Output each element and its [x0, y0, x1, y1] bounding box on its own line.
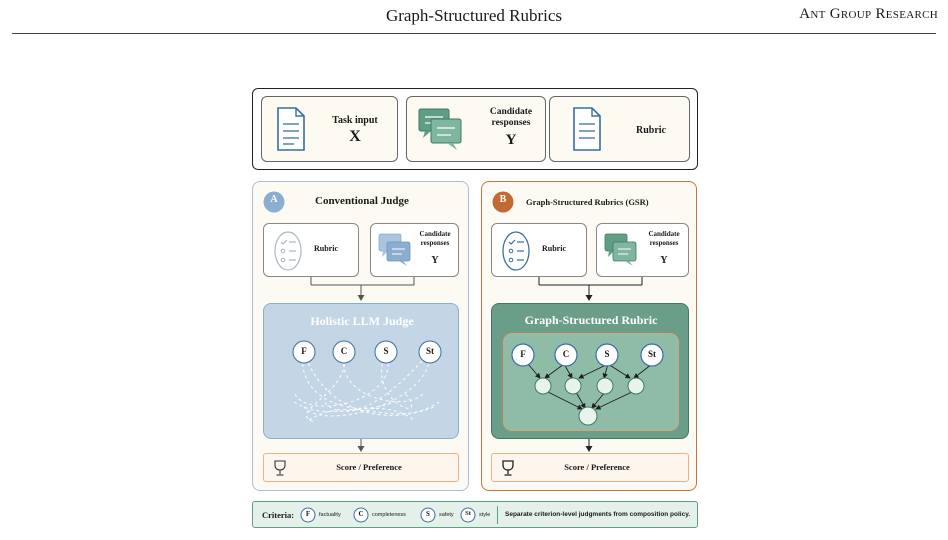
panel-a: A Conventional Judge Rubric: [252, 181, 469, 491]
graph-rubric-box: Graph-Structured Rubric: [491, 303, 689, 439]
criteria-legend: Criteria: F factuality C completeness S …: [252, 501, 698, 528]
panel-a-score-box: Score / Preference: [263, 453, 459, 482]
header-rule: [12, 33, 936, 34]
legend-note: Separate criterion-level judgments from …: [505, 511, 691, 518]
task-input-card: Task input X: [261, 96, 398, 162]
criterion-node: [511, 343, 664, 367]
node-c: C: [340, 346, 348, 356]
panel-b-rubric-label: Rubric: [542, 244, 566, 253]
legend-node: [353, 507, 369, 523]
panel-b: B Graph-Structured Rubrics (GSR) Rubric: [481, 181, 697, 491]
panel-b-rubric-card: Rubric: [491, 223, 587, 277]
rubric-card: Rubric: [549, 96, 690, 162]
legend-node: [300, 507, 316, 523]
legend-key-st: St: [465, 510, 471, 517]
trophy-icon: [274, 460, 286, 476]
node-st: St: [425, 346, 434, 356]
chat-bubbles-icon: [604, 233, 637, 266]
legend-text-safety: safety: [439, 512, 454, 518]
panel-b-connectors: [538, 277, 643, 301]
legend-key-s: S: [426, 510, 430, 518]
legend-node: [460, 507, 476, 523]
panel-b-arrow-down: [585, 439, 593, 452]
node-s: S: [604, 349, 610, 359]
panel-b-candidate-label: Candidate responses: [648, 230, 680, 247]
inputs-row: Task input X Candidate responses Y: [252, 88, 698, 170]
panel-a-score-label: Score / Preference: [336, 462, 402, 472]
rubric-label: Rubric: [636, 125, 666, 136]
checklist-icon: [502, 231, 530, 271]
panel-a-connectors: [310, 277, 415, 301]
legend-text-completeness: completeness: [372, 512, 406, 518]
candidate-label: Candidate responses: [489, 107, 533, 128]
task-input-var: X: [349, 128, 361, 145]
node-c: C: [562, 349, 570, 359]
legend-text-style: style: [479, 512, 491, 518]
node-f: F: [520, 349, 526, 359]
badge-a: A: [270, 194, 278, 205]
chat-bubbles-icon: [378, 233, 411, 266]
legend-label: Criteria:: [262, 510, 295, 520]
candidate-card: Candidate responses Y: [406, 96, 546, 162]
dag-graph: [511, 343, 664, 426]
node-st: St: [647, 349, 656, 359]
node-f: F: [301, 346, 307, 356]
running-title: Graph-Structured Rubrics: [385, 6, 563, 25]
graph-rubric-title: Graph-Structured Rubric: [524, 313, 658, 327]
panel-b-candidate-card: Candidate responses Y: [596, 223, 689, 277]
holistic-judge-title: Holistic LLM Judge: [310, 314, 414, 328]
figure: Task input X Candidate responses Y: [252, 88, 698, 540]
badge-b-circle: [492, 191, 514, 213]
trophy-icon: [502, 460, 514, 476]
document-icon: [277, 107, 305, 151]
panel-a-arrow-down: [357, 439, 365, 452]
holistic-judge-box: Holistic LLM Judge: [263, 303, 459, 439]
legend-node: [420, 507, 436, 523]
candidate-var: Y: [505, 132, 517, 148]
criterion-node: [292, 340, 442, 364]
panel-a-candidate-var: Y: [431, 255, 439, 266]
panel-b-score-box: Score / Preference: [491, 453, 689, 482]
badge-b: B: [499, 194, 507, 205]
panel-a-candidate-card: Candidate responses Y: [370, 223, 459, 277]
checklist-icon: [274, 231, 302, 271]
document-icon: [573, 107, 601, 151]
panel-a-title: Conventional Judge: [315, 195, 409, 207]
node-s: S: [383, 346, 389, 356]
task-input-label: Task input: [332, 115, 378, 126]
chat-bubbles-icon: [418, 108, 462, 150]
panel-a-rubric-card: Rubric: [263, 223, 359, 277]
badge-a-circle: [263, 191, 285, 213]
composition-node: [534, 377, 645, 426]
panel-b-candidate-var: Y: [660, 255, 668, 266]
legend-divider: [497, 506, 498, 524]
legend-key-c: C: [358, 510, 364, 518]
tangled-criteria-graph: [292, 340, 442, 423]
running-org: Ant Group Research: [799, 6, 938, 22]
panel-b-title: Graph-Structured Rubrics (GSR): [526, 197, 649, 207]
legend-key-f: F: [305, 510, 311, 518]
legend-text-factuality: factuality: [319, 512, 341, 518]
panel-a-rubric-label: Rubric: [314, 244, 338, 253]
panel-b-score-label: Score / Preference: [564, 462, 630, 472]
panel-a-candidate-label: Candidate responses: [419, 230, 451, 247]
